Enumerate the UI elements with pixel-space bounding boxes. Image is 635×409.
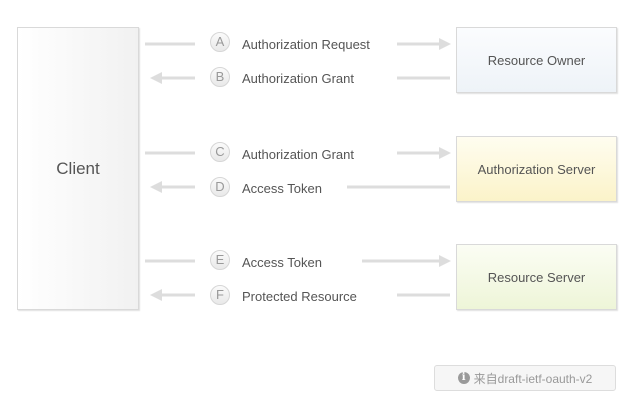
arrowhead-c xyxy=(439,147,451,159)
authorization-server-label: Authorization Server xyxy=(477,161,596,177)
client-label: Client xyxy=(56,158,100,178)
client-box: Client xyxy=(17,27,139,310)
info-icon: i xyxy=(457,372,470,384)
step-a-badge: A xyxy=(210,32,230,52)
source-text: 来自draft-ietf-oauth-v2 xyxy=(473,371,593,386)
resource-server-label: Resource Server xyxy=(487,269,586,285)
step-e-label: Access Token xyxy=(242,255,322,270)
step-c-label: Authorization Grant xyxy=(242,147,355,162)
resource-server-box: Resource Server xyxy=(456,244,617,310)
arrowhead-a xyxy=(439,38,451,50)
arrowhead-d xyxy=(150,181,162,193)
step-b-label: Authorization Grant xyxy=(242,71,355,86)
step-d-label: Access Token xyxy=(242,181,322,196)
arrowhead-f xyxy=(150,289,162,301)
step-a-label: Authorization Request xyxy=(242,37,370,52)
source-link[interactable]: i 来自draft-ietf-oauth-v2 xyxy=(434,365,616,391)
step-d-badge: D xyxy=(210,177,230,197)
step-f-label: Protected Resource xyxy=(242,289,357,304)
arrowhead-b xyxy=(150,72,162,84)
resource-owner-label: Resource Owner xyxy=(487,52,586,68)
step-e-badge: E xyxy=(210,250,230,270)
resource-owner-box: Resource Owner xyxy=(456,27,617,93)
step-c-badge: C xyxy=(210,142,230,162)
step-f-badge: F xyxy=(210,285,230,305)
step-b-badge: B xyxy=(210,67,230,87)
authorization-server-box: Authorization Server xyxy=(456,136,617,202)
arrowhead-e xyxy=(439,255,451,267)
